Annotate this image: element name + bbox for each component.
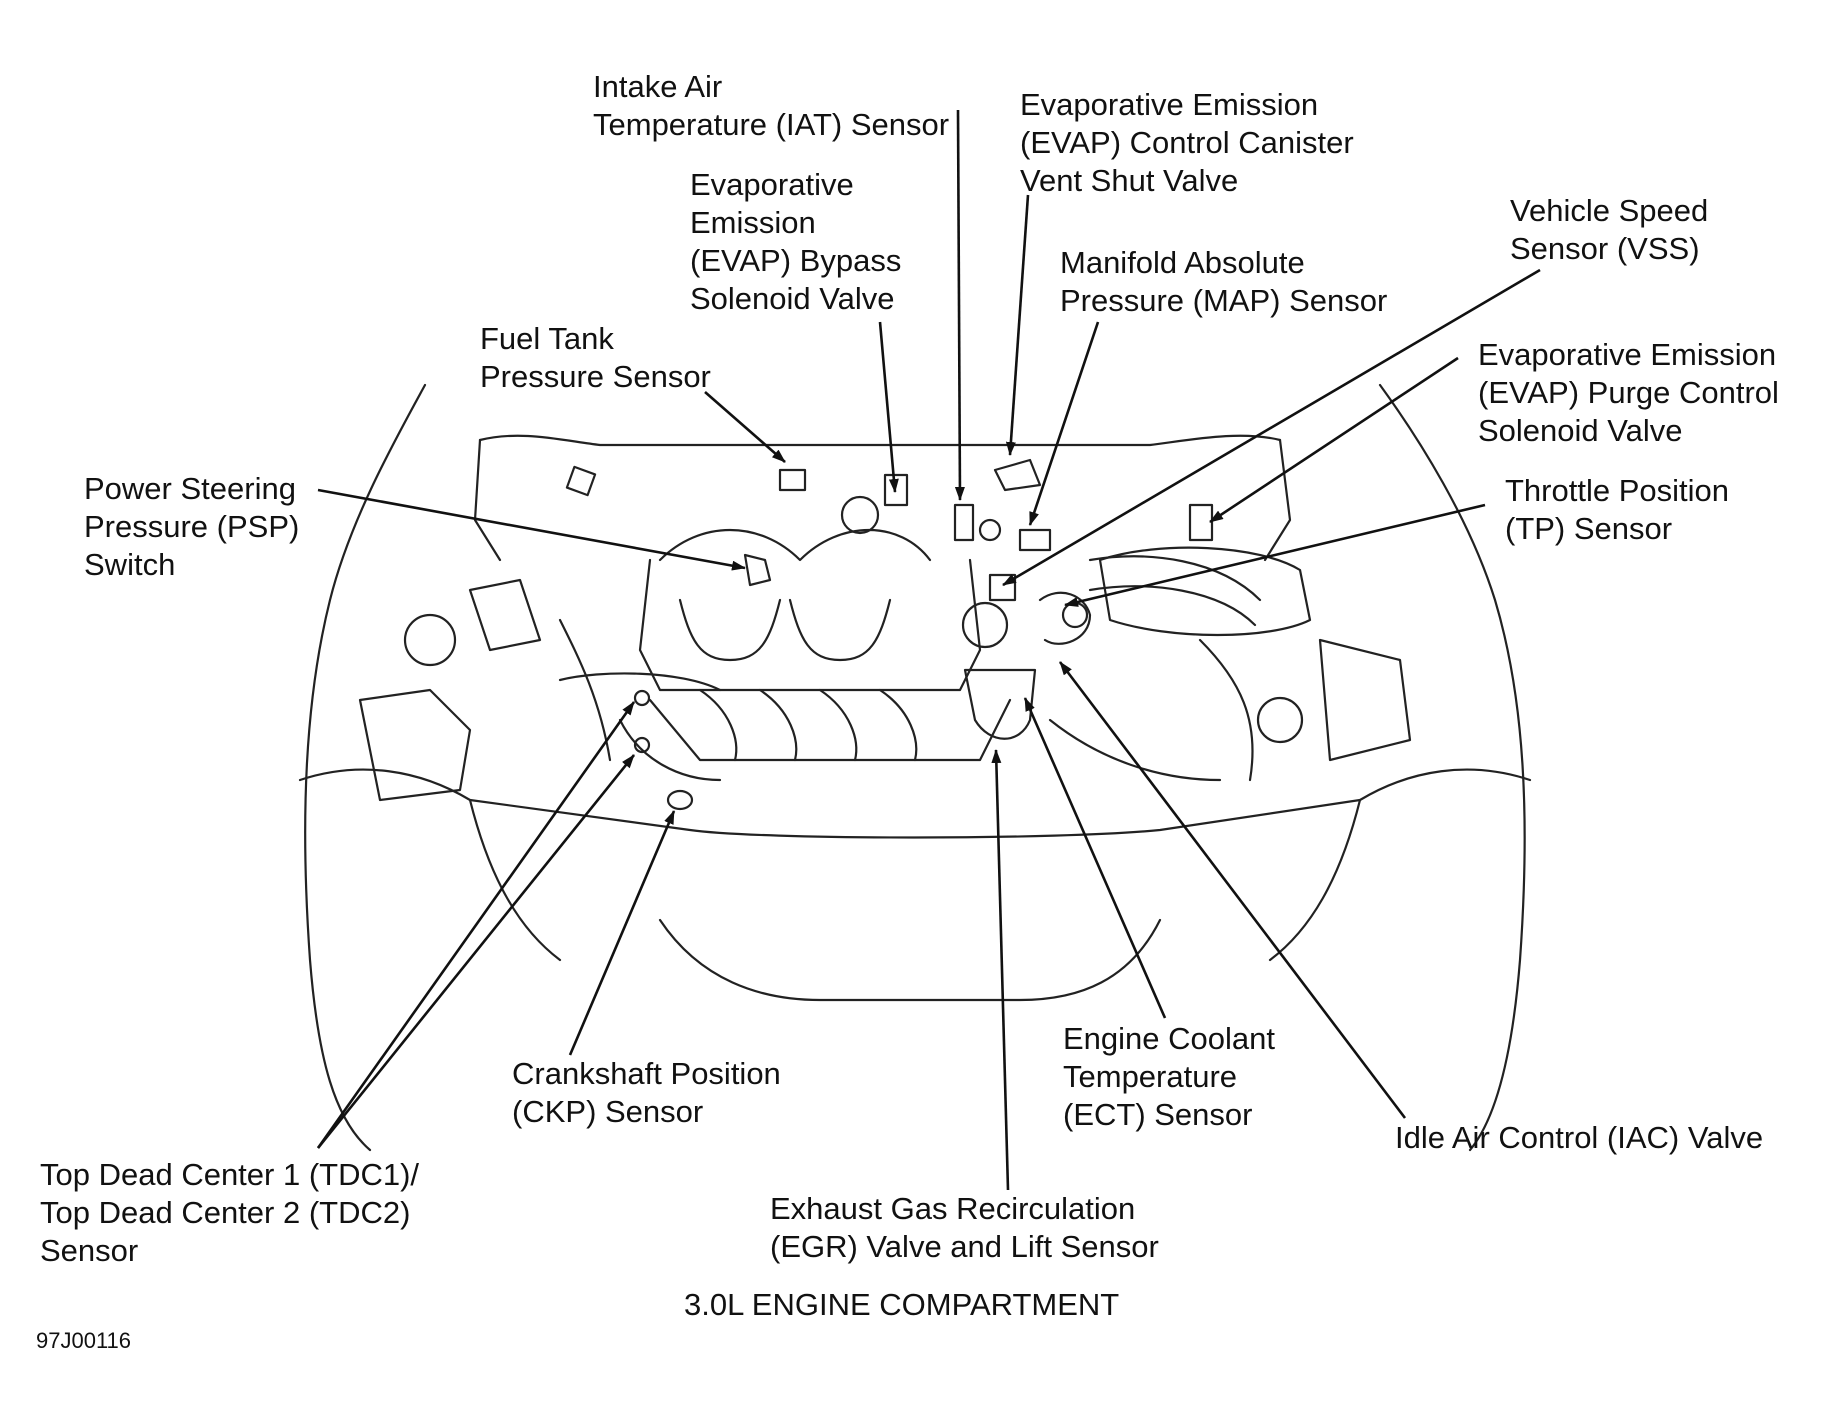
label-fuel-tank-pressure-sensor: Fuel Tank Pressure Sensor xyxy=(480,321,711,394)
leader-tdc2 xyxy=(316,754,636,1149)
label-idle-air-control-valve: Idle Air Control (IAC) Valve xyxy=(1395,1120,1764,1155)
leader-egr xyxy=(991,749,1010,1191)
label-engine-coolant-temperature-sensor: Engine Coolant Temperature (ECT) Sensor xyxy=(1063,1021,1275,1132)
leader-evap-canister xyxy=(1005,194,1030,456)
label-evap-bypass-solenoid-valve: Evaporative Emission (EVAP) Bypass Solen… xyxy=(690,167,902,316)
leader-evap-bypass xyxy=(878,321,899,493)
label-egr-valve-lift-sensor: Exhaust Gas Recirculation (EGR) Valve an… xyxy=(770,1191,1159,1264)
leader-evap-purge xyxy=(1209,356,1459,524)
leader-ckp xyxy=(568,810,676,1056)
leader-tdc1 xyxy=(316,701,636,1149)
leader-iat xyxy=(954,109,965,501)
leader-ect xyxy=(1023,697,1167,1019)
leader-tp xyxy=(1064,503,1486,607)
figure-id: 97J00116 xyxy=(36,1328,132,1353)
label-throttle-position-sensor: Throttle Position (TP) Sensor xyxy=(1505,473,1729,546)
diagram-caption: 3.0L ENGINE COMPARTMENT xyxy=(684,1287,1120,1322)
leader-lines xyxy=(316,109,1541,1191)
label-psp-switch: Power Steering Pressure (PSP) Switch xyxy=(84,471,300,582)
leader-fuel-tank xyxy=(704,391,786,463)
leader-psp xyxy=(317,488,746,571)
leader-vss xyxy=(1002,268,1541,587)
label-crankshaft-position-sensor: Crankshaft Position (CKP) Sensor xyxy=(512,1056,781,1129)
label-tdc-sensor: Top Dead Center 1 (TDC1)/ Top Dead Cente… xyxy=(40,1157,420,1268)
label-iat-sensor: Intake Air Temperature (IAT) Sensor xyxy=(593,69,950,142)
engine-outline xyxy=(298,383,1532,1152)
label-vehicle-speed-sensor: Vehicle Speed Sensor (VSS) xyxy=(1510,193,1709,266)
label-evap-purge-control-solenoid-valve: Evaporative Emission (EVAP) Purge Contro… xyxy=(1478,337,1779,448)
label-map-sensor: Manifold Absolute Pressure (MAP) Sensor xyxy=(1060,245,1388,318)
label-evap-canister-vent-shut-valve: Evaporative Emission (EVAP) Control Cani… xyxy=(1020,87,1354,198)
leader-iac xyxy=(1058,661,1407,1119)
leader-map xyxy=(1028,321,1100,526)
